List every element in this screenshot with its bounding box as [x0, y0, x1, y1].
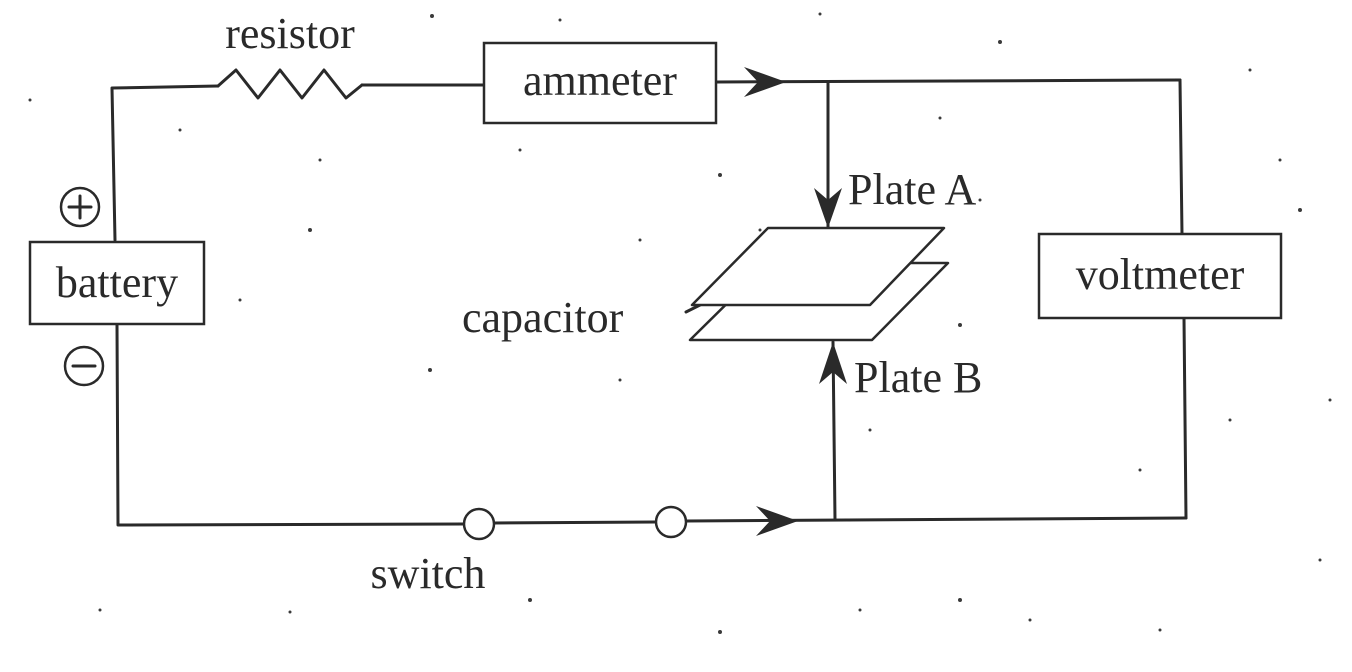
plate-a-label: Plate A	[848, 165, 977, 214]
plate-b-label: Plate B	[854, 353, 982, 402]
plate-a-shape	[690, 226, 946, 307]
wires	[110, 78, 1188, 527]
voltmeter-label: voltmeter	[1076, 250, 1245, 299]
arrow-up-plate-b-icon	[819, 342, 847, 384]
capacitor-label: capacitor	[462, 293, 624, 342]
battery-label: battery	[56, 258, 178, 307]
ammeter-box	[482, 41, 718, 125]
switch-terminal-right	[654, 505, 688, 539]
switch-label: switch	[371, 549, 486, 598]
paper-specks	[28, 12, 1332, 634]
switch-terminal-left	[462, 507, 496, 541]
voltmeter-box	[1037, 232, 1283, 320]
ammeter-label: ammeter	[523, 56, 677, 105]
arrow-down-plate-a-icon	[814, 188, 842, 228]
resistor-label: resistor	[225, 9, 355, 58]
positive-terminal-icon	[59, 186, 101, 228]
battery-box	[28, 240, 206, 326]
arrow-right-bottom-icon	[756, 506, 798, 536]
arrow-right-top-icon	[744, 67, 786, 97]
negative-terminal-icon	[63, 345, 105, 387]
resistor-symbol	[216, 68, 364, 100]
